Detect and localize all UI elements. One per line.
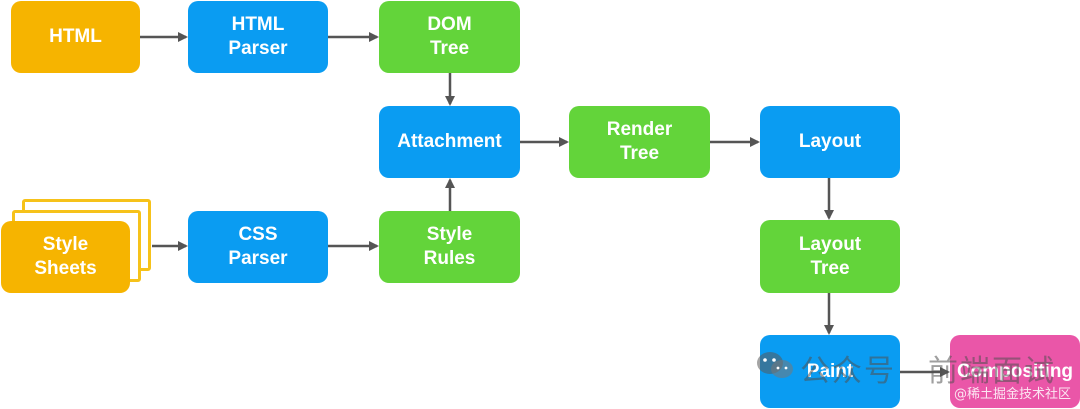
node-paint-line-1: Paint xyxy=(806,360,854,382)
node-compositing-line-1: Compositing xyxy=(956,360,1074,382)
node-html: HTML xyxy=(11,1,140,73)
watermark-title: 前端面试 xyxy=(928,354,1056,389)
node-style-rules: Style Rules xyxy=(379,211,520,283)
watermark-source: @稀土掘金技术社区 xyxy=(954,387,1072,402)
node-attachment: Attachment xyxy=(379,106,520,178)
node-render-tree-line-1: Render xyxy=(606,119,673,140)
node-style-sheets-line-1: Style xyxy=(42,234,89,255)
node-html-parser: HTML Parser xyxy=(188,1,328,73)
node-layout-tree-line-2: Tree xyxy=(810,257,850,279)
node-compositing: Compositing xyxy=(950,335,1080,408)
node-css-parser-line-1: CSS xyxy=(238,224,278,245)
node-attachment-line-1: Attachment xyxy=(397,131,502,152)
wechat-icon xyxy=(757,352,793,378)
node-dom-tree-line-1: DOM xyxy=(427,14,472,35)
node-style-sheets-line-2: Sheets xyxy=(34,258,97,279)
node-style-sheets: Style Sheets xyxy=(1,221,130,293)
watermark-account: 公众号 xyxy=(800,354,896,389)
node-style-rules-line-1: Style xyxy=(426,224,473,245)
node-layout-line-1: Layout xyxy=(798,131,862,152)
node-dom-tree-line-2: Tree xyxy=(429,38,470,59)
node-style-rules-line-2: Rules xyxy=(423,248,476,269)
node-render-tree: Render Tree xyxy=(569,106,710,178)
node-layout-tree-line-1: Layout xyxy=(798,233,862,255)
node-html-parser-line-1: HTML xyxy=(231,14,285,35)
node-html-line-1: HTML xyxy=(49,26,102,47)
node-css-parser: CSS Parser xyxy=(188,211,328,283)
node-layout-tree: Layout Tree xyxy=(760,220,900,293)
node-css-parser-line-2: Parser xyxy=(228,248,288,269)
node-html-parser-line-2: Parser xyxy=(228,38,288,59)
node-layout: Layout xyxy=(760,106,900,178)
node-render-tree-line-2: Tree xyxy=(619,143,660,164)
node-dom-tree: DOM Tree xyxy=(379,1,520,73)
